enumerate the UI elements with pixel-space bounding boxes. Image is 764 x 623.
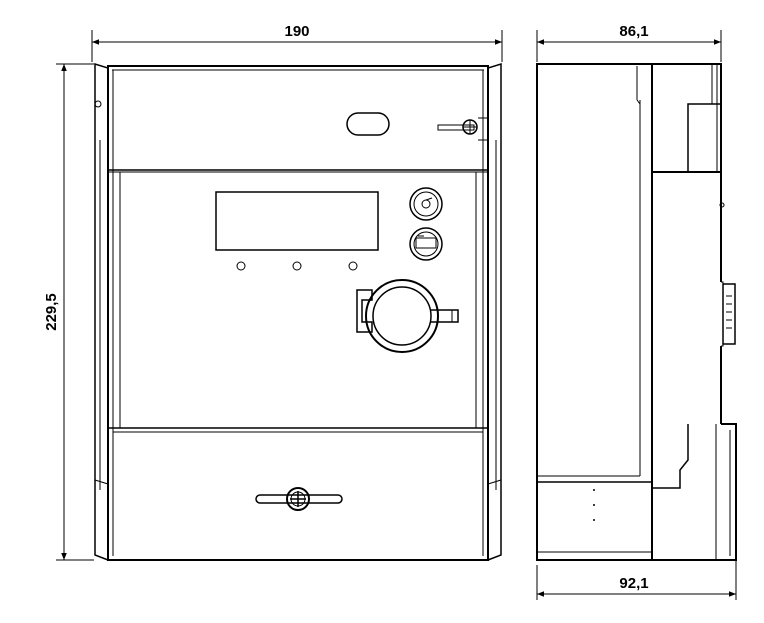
sealable-button-icon: [409, 227, 443, 261]
dimension-label-depth-top: 86,1: [619, 23, 648, 40]
meter-front-view: [94, 62, 502, 562]
led-indicator-2: [292, 261, 302, 271]
dimension-label-depth-bottom: 92,1: [619, 575, 648, 592]
led-indicator-1: [236, 261, 246, 271]
seal-screw-bottom-icon: [255, 487, 343, 511]
din-rail-clip-icon: [721, 281, 736, 347]
round-button-icon: [409, 187, 443, 221]
dimension-label-height: 229,5: [43, 293, 60, 331]
dimension-side-depth-top: 86,1: [536, 23, 722, 62]
led-indicator-3: [348, 261, 358, 271]
meter-side-view: [536, 63, 737, 561]
dimension-label-width: 190: [284, 23, 309, 40]
dimension-side-depth-bottom: 92,1: [536, 560, 737, 600]
dimension-front-width: 190: [91, 23, 503, 62]
dimension-height: 229,5: [43, 63, 94, 561]
optical-port-icon: [356, 279, 459, 353]
lcd-display-window: [215, 191, 379, 251]
seal-screw-top-icon: [437, 117, 489, 141]
